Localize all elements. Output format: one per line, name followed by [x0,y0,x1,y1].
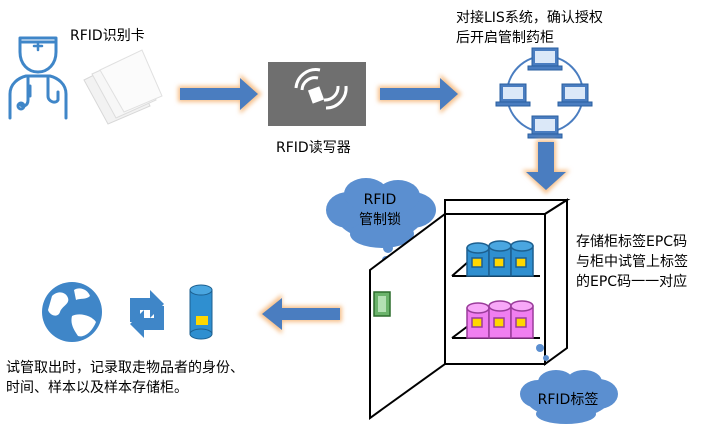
refresh-icon [130,290,164,338]
label-rfid-card: RFID识别卡 [70,28,145,44]
arrow-reader-to-network [378,74,462,114]
label-lis-line1: 对接LIS系统，确认授权 [456,10,603,26]
cabinet-icon [369,198,571,420]
label-epc-line3: 的EPC码一一对应 [576,274,688,290]
doctor-icon [8,36,68,120]
label-epc-line2: 与柜中试管上标签 [576,254,688,270]
arrow-cabinet-to-record [258,294,342,334]
pink-tubes [466,300,534,339]
label-lock-line1: RFID [363,192,397,208]
label-epc-line1: 存储柜标签EPC码 [576,234,688,250]
network-icon [495,47,593,139]
label-rfid-tag: RFID标签 [537,392,599,408]
label-lock-line2: 管制锁 [359,212,401,228]
lock-icon [373,291,391,317]
globe-icon [42,282,102,342]
label-rfid-reader: RFID读写器 [276,140,351,156]
cloud-rfid-lock [326,178,436,273]
arrow-card-to-reader [178,74,262,114]
arrow-network-to-cabinet [522,140,570,194]
rfid-reader-icon [268,62,366,126]
cloud-rfid-tag [520,344,618,424]
label-record-line2: 时间、样本以及样本存储柜。 [6,380,188,396]
label-lis-line2: 后开启管制药柜 [456,30,554,46]
blue-tubes [466,240,534,277]
cards-icon [83,49,163,125]
label-record-line1: 试管取出时，记录取走物品者的身份、 [6,360,244,376]
tube-icon [189,284,213,340]
